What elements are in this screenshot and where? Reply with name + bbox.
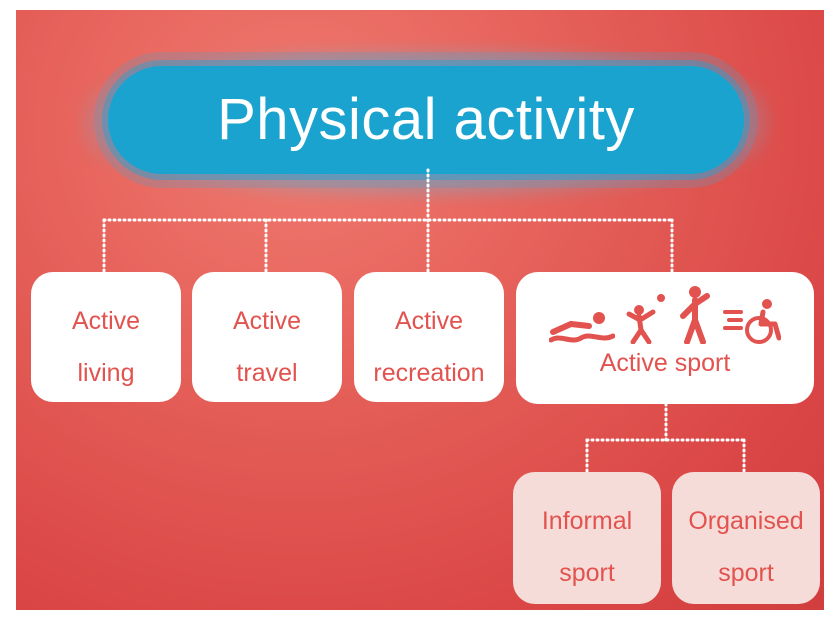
label-line: sport [718,559,774,587]
node-active-living: Active living [31,272,181,402]
node-organised-sport: Organised sport [672,472,820,604]
node-label: Active living [72,282,140,412]
node-active-sport: Active sport [516,272,814,404]
label-line: living [77,359,135,387]
label-line: Active [232,307,302,335]
node-informal-sport: Informal sport [513,472,661,604]
label-line: Informal [541,507,633,535]
node-label: Organised sport [688,482,803,610]
label-line: Active [394,307,464,335]
label-line: travel [236,359,298,387]
title-pill: Physical activity [108,66,744,174]
sport-icons [549,286,781,344]
swimmer-icon [549,312,615,343]
label-line: sport [559,559,615,587]
wheelchair-icon [723,299,781,344]
label-line: Active [71,307,141,335]
label-line: Organised [688,507,804,535]
diagram-title: Physical activity [217,87,635,152]
node-label: Active sport [599,349,731,377]
node-label: Active travel [233,282,301,412]
ball-player-icon [626,294,665,344]
node-label: Active recreation [373,282,484,412]
node-label: Informal sport [542,482,632,610]
runner-icon [680,286,710,344]
label-line: recreation [373,359,485,387]
diagram-canvas: Physical activity Active living [16,10,824,610]
node-active-recreation: Active recreation [354,272,504,402]
node-active-travel: Active travel [192,272,342,402]
connector-lines [102,168,746,474]
